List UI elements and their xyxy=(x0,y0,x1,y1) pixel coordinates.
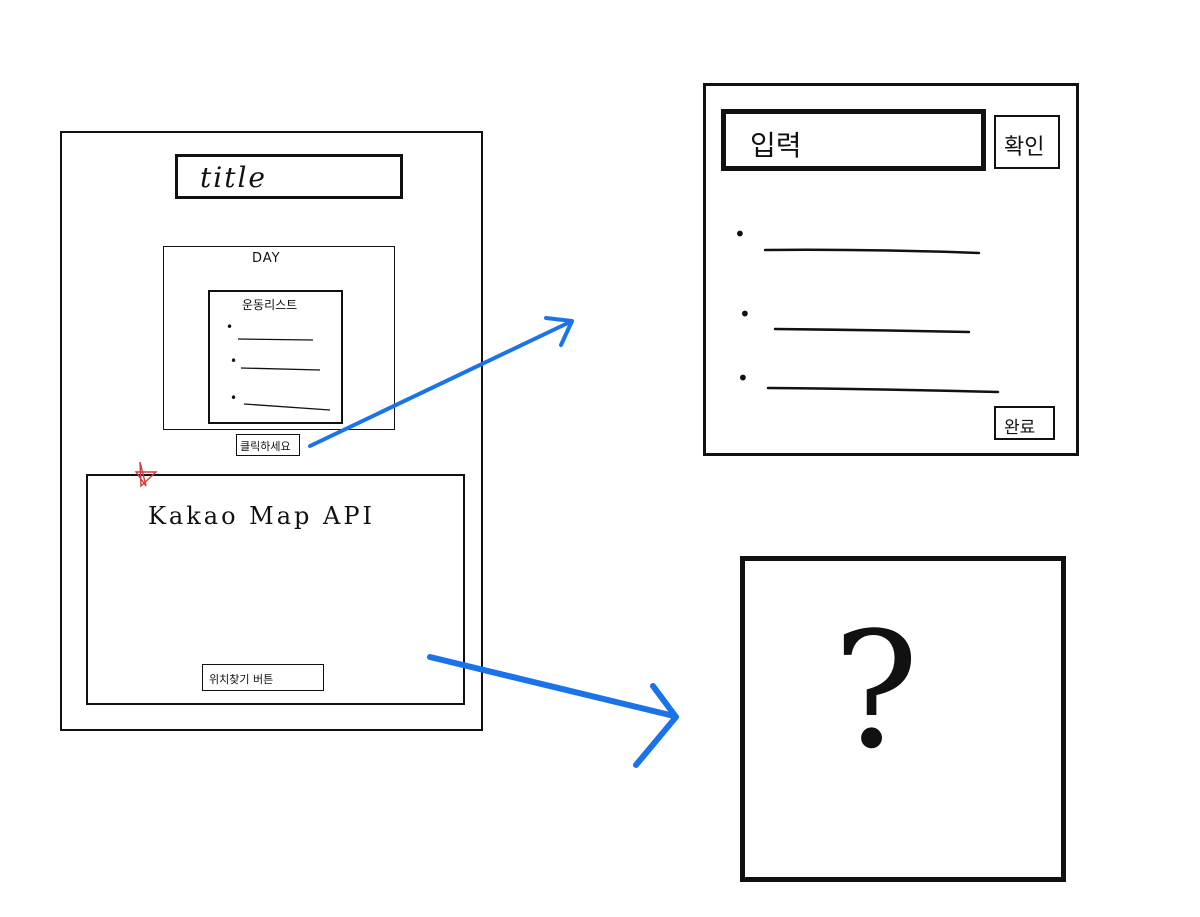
title-box[interactable]: title xyxy=(175,154,403,199)
arrow-head-input-popup xyxy=(544,316,574,347)
exercise-list-title: 운동리스트 xyxy=(242,298,298,312)
unknown-popup-frame: ? xyxy=(740,556,1066,882)
location-button[interactable]: 위치찾기 버튼 xyxy=(202,664,324,691)
exercise-list-bullet: • xyxy=(230,391,238,405)
popup-list-bullet: • xyxy=(739,302,751,326)
confirm-button[interactable]: 확인 xyxy=(994,115,1060,169)
star-mark-icon xyxy=(134,461,158,488)
title-label: title xyxy=(200,161,267,194)
map-label: Kakao Map API xyxy=(148,502,376,530)
popup-list-bullet: • xyxy=(737,366,749,390)
confirm-button-label: 확인 xyxy=(1004,135,1045,160)
exercise-list-panel: 운동리스트 • • • xyxy=(208,290,343,424)
popup-list-line xyxy=(766,386,1000,394)
arrow-to-unknown-popup xyxy=(427,654,677,719)
exercise-list-line xyxy=(240,367,321,371)
arrow-head-unknown-popup xyxy=(633,683,679,768)
main-screen-frame xyxy=(60,131,483,731)
day-panel: DAY xyxy=(163,246,395,430)
input-field[interactable]: 입력 xyxy=(721,109,986,171)
day-label: DAY xyxy=(252,251,281,266)
question-mark: ? xyxy=(833,597,919,784)
popup-list-line xyxy=(773,327,971,334)
map-panel[interactable]: Kakao Map API xyxy=(86,474,465,705)
input-popup-frame xyxy=(703,83,1079,456)
exercise-list-bullet: • xyxy=(230,354,238,368)
exercise-list-line xyxy=(237,338,314,341)
exercise-list-line xyxy=(243,403,331,411)
done-button[interactable]: 완료 xyxy=(994,406,1055,440)
location-button-label: 위치찾기 버튼 xyxy=(209,673,274,686)
click-button[interactable]: 클릭하세요 xyxy=(236,434,300,456)
input-placeholder: 입력 xyxy=(750,129,802,162)
arrow-to-input-popup xyxy=(308,320,572,448)
done-button-label: 완료 xyxy=(1004,418,1036,438)
popup-list-bullet: • xyxy=(734,222,746,246)
popup-list-line xyxy=(763,248,981,255)
exercise-list-bullet: • xyxy=(226,320,234,334)
click-button-label: 클릭하세요 xyxy=(240,440,291,453)
